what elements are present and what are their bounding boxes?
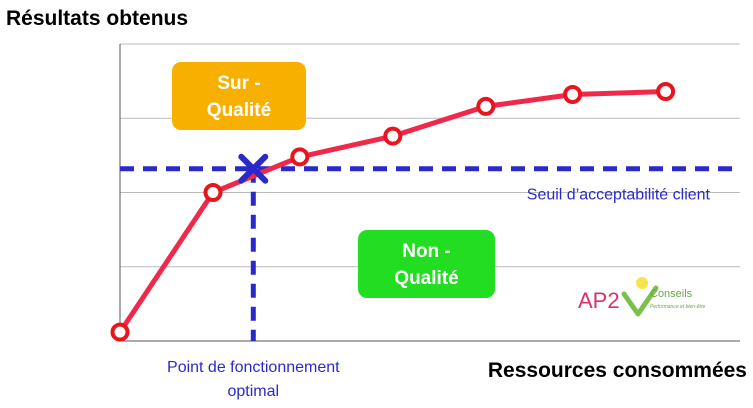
data-point [656, 82, 676, 102]
data-point [110, 322, 130, 342]
logo-tagline: Performance et bien-être [650, 304, 706, 310]
chart-title: Résultats obtenus [6, 7, 188, 30]
zone-sur-line-2: Qualité [206, 100, 272, 121]
cross-stroke [238, 153, 269, 184]
logo-brand: AP2 [578, 288, 620, 313]
threshold-label: Seuil d’acceptabilité client [527, 187, 711, 204]
data-point [383, 126, 403, 146]
optimal-label-line-1: Point de fonctionnement [167, 359, 340, 376]
logo-name: Conseils [650, 288, 693, 300]
zone-non-line-1: Non - [402, 241, 451, 262]
zone-non-qualite: Non - Qualité [358, 230, 495, 298]
logo-mark-icon [621, 277, 659, 317]
data-point [290, 147, 310, 167]
optimal-point-cross [238, 153, 269, 184]
zone-sur-qualite: Sur - Qualité [172, 62, 306, 130]
zone-sur-line-1: Sur - [217, 73, 261, 94]
series-markers [110, 82, 676, 342]
data-point [476, 96, 496, 116]
x-axis-label: Ressources consommées [488, 359, 747, 382]
logo: AP2 Conseils Performance et bien-être [578, 274, 708, 324]
data-point [563, 84, 583, 104]
optimal-label-line-2: optimal [228, 383, 280, 400]
zone-non-line-2: Qualité [394, 268, 459, 289]
data-point [203, 183, 223, 202]
